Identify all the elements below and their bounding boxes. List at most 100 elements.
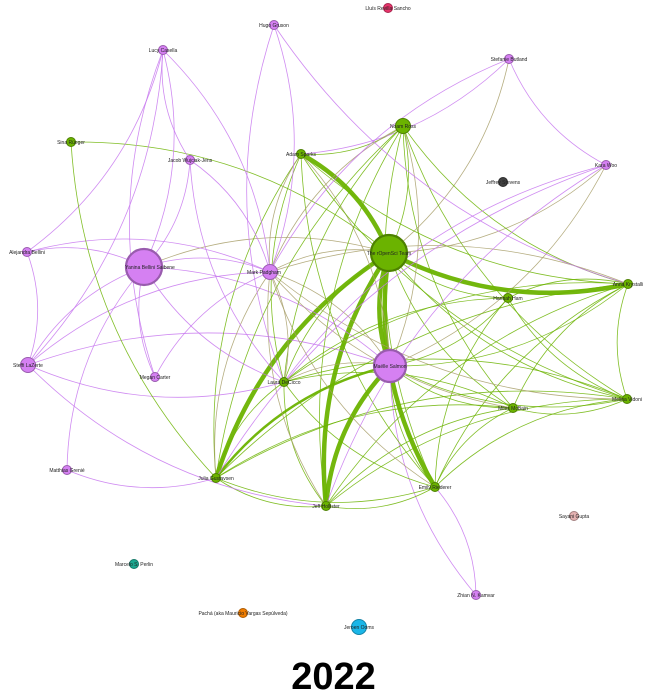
node-label-ros: The rOpenSci Team — [367, 251, 411, 257]
edge-mli-jgu — [215, 404, 514, 479]
node-label-lde: Laura DeCicco — [267, 380, 300, 386]
edge-abo-ebr — [434, 283, 629, 488]
edge-msa-nro — [389, 125, 419, 367]
node-sla[interactable] — [20, 357, 36, 373]
node-label-pvs: Pachá (aka Mauricio Vargas Sepúlveda) — [198, 611, 287, 617]
edge-ros-sin — [70, 141, 390, 254]
edge-nro-jho — [319, 125, 404, 507]
edge-ros-stb — [388, 58, 510, 254]
node-jgu[interactable] — [211, 473, 221, 483]
node-label-sin: Sina Rüeger — [57, 140, 85, 146]
edge-mvi-lde — [283, 358, 628, 400]
edge-jgu-jho — [215, 477, 327, 508]
edge-mpa-sla — [27, 271, 271, 366]
edge-ybs-luc — [143, 49, 175, 268]
edge-msa-sla — [27, 332, 391, 367]
edge-nro-ebr — [384, 125, 436, 488]
edge-abo-mvi — [616, 283, 629, 400]
edge-mvi-ebr — [434, 398, 628, 488]
edge-kwo-jgu — [215, 164, 607, 479]
edge-asp-abo — [300, 153, 629, 285]
node-lde[interactable] — [279, 377, 289, 387]
node-label-abe: Alejandra Bellini — [9, 250, 45, 256]
edge-mli-ebr — [434, 407, 514, 488]
edge-zku-ebr — [434, 486, 477, 596]
node-label-stb: Stefanie Butland — [491, 57, 528, 63]
edge-mpa-mvi — [269, 271, 628, 400]
node-label-mpe: Marcelo S. Perlin — [115, 562, 153, 568]
edge-abo-hhe — [507, 278, 629, 299]
node-stb[interactable] — [504, 54, 514, 64]
edge-mgr-jgu — [66, 469, 217, 489]
edge-luc-meg — [129, 49, 164, 378]
node-label-ebr: Emily Riederer — [419, 485, 452, 491]
node-mgr[interactable] — [62, 465, 72, 475]
edge-asp-ebr — [300, 153, 436, 488]
node-pvs[interactable] — [238, 608, 248, 618]
node-llr[interactable] — [383, 3, 393, 13]
node-label-llr: Lluís Revilla Sancho — [365, 6, 411, 12]
node-jst[interactable] — [498, 177, 508, 187]
node-abo[interactable] — [623, 279, 633, 289]
node-asp[interactable] — [296, 149, 306, 159]
node-hug[interactable] — [269, 20, 279, 30]
node-label-mgr: Matthias Grenié — [49, 468, 85, 474]
edge-msa-zku — [389, 365, 477, 596]
node-nro[interactable] — [395, 118, 411, 134]
edge-mpa-hug — [269, 24, 295, 273]
edge-asp-nro — [300, 125, 404, 155]
edge-sla-jho — [27, 364, 327, 507]
edge-kwo-jho — [325, 164, 607, 507]
edge-mli-jho — [325, 407, 514, 507]
node-luc[interactable] — [158, 45, 168, 55]
node-label-sgu: Sayani Gupta — [559, 514, 590, 520]
node-ebr[interactable] — [430, 482, 440, 492]
edge-msa-kwo — [389, 164, 607, 367]
node-meg[interactable] — [150, 372, 160, 382]
edge-mpa-jwj — [189, 159, 271, 273]
edge-msa-abo — [389, 283, 629, 367]
edge-msa-jho — [323, 363, 393, 509]
edge-mpa-meg — [154, 271, 271, 378]
edge-sla-lde — [27, 364, 285, 398]
edge-nro-jgu — [215, 125, 404, 479]
node-sin[interactable] — [66, 137, 76, 147]
node-mpe[interactable] — [129, 559, 139, 569]
node-label-kwo: Kara Woo — [595, 163, 617, 169]
node-label-luc: Lucy Casella — [149, 48, 178, 54]
node-joo[interactable] — [351, 619, 367, 635]
node-jwj[interactable] — [185, 155, 195, 165]
edge-abo-jho — [325, 283, 629, 507]
node-ros[interactable] — [369, 233, 409, 273]
node-hhe[interactable] — [503, 293, 513, 303]
node-mli[interactable] — [508, 403, 518, 413]
node-label-sla: Steffi LaZerte — [13, 363, 43, 369]
node-label-nro: Noam Ross — [390, 124, 417, 130]
edge-sin-jgu — [70, 141, 217, 479]
edge-hhe-lde — [283, 297, 509, 383]
node-mpa[interactable] — [262, 264, 278, 280]
edge-abo-jgu — [215, 283, 629, 479]
edge-msa-jgu — [214, 364, 392, 480]
edge-asp-jgu — [213, 153, 302, 479]
node-jho[interactable] — [321, 501, 331, 511]
node-zku[interactable] — [471, 590, 481, 600]
edge-jho-ebr — [325, 486, 436, 510]
nodes-layer — [20, 3, 633, 635]
node-abe[interactable] — [22, 247, 32, 257]
edge-ros-kwo — [388, 164, 607, 254]
node-label-msa: Maëlle Salmon — [373, 364, 406, 370]
edge-mli-mvi — [512, 398, 628, 415]
node-sgu[interactable] — [569, 511, 579, 521]
edge-hug-lde — [246, 24, 285, 383]
edge-msa-mpa — [269, 271, 391, 367]
node-msa[interactable] — [372, 348, 408, 384]
edge-hug-abo — [273, 24, 629, 285]
node-mvi[interactable] — [622, 394, 632, 404]
edge-asp-mpa — [268, 153, 302, 273]
node-label-hhe: Hannah Ham — [493, 296, 522, 302]
edge-abo-lde — [283, 282, 629, 383]
node-ybs[interactable] — [124, 247, 164, 287]
node-kwo[interactable] — [601, 160, 611, 170]
edge-ros-mvi — [388, 252, 628, 400]
